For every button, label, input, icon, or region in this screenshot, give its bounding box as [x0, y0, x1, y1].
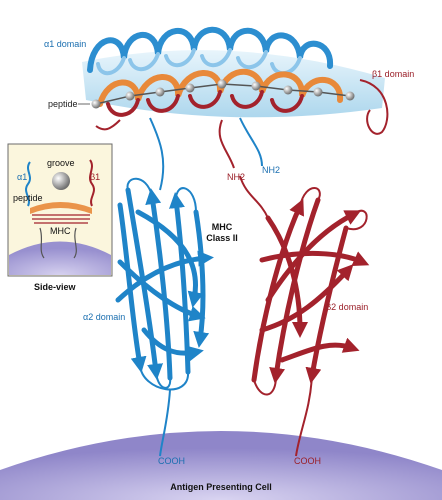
- inset-beta1-label: β1: [90, 172, 100, 182]
- beta1-tail: [359, 79, 389, 135]
- beta1-helix: [97, 68, 344, 117]
- peptide-chain: [91, 79, 355, 109]
- inset-platform: [30, 202, 92, 214]
- beta2-domain-label: β2 domain: [326, 302, 368, 312]
- alpha-upper-strand: [149, 117, 165, 191]
- nh2-beta-label: NH2: [227, 172, 245, 182]
- cell-label: Antigen Presenting Cell: [170, 482, 272, 492]
- inset-groove-label: groove: [47, 158, 75, 168]
- inset-cell: [9, 241, 111, 275]
- inset-side-view-label: Side-view: [34, 282, 77, 292]
- beta2-domain-strands: [251, 197, 370, 384]
- beta-upper-strand: [95, 119, 121, 131]
- inset-sheet: [32, 214, 90, 224]
- alpha1-domain-label: α1 domain: [44, 39, 86, 49]
- beta-linker: [218, 119, 235, 169]
- mhc-class-label-line1: MHC: [212, 222, 233, 232]
- inset-mhc-label: MHC: [50, 226, 71, 236]
- inset-alpha1-helix: [25, 161, 31, 207]
- inset-beta1-helix: [89, 159, 95, 207]
- alpha2-domain-strands: [115, 187, 214, 381]
- alpha2-domain-label: α2 domain: [83, 312, 125, 322]
- beta2-loops: [239, 175, 368, 457]
- peptide-label: peptide: [48, 99, 78, 109]
- alpha1-helix: [87, 26, 334, 73]
- inset-peptide-ball: [52, 172, 70, 190]
- alpha2-loops: [126, 177, 197, 457]
- alpha-linker: [239, 117, 263, 167]
- binding-platform: [82, 50, 385, 118]
- beta1-domain-label: β1 domain: [372, 69, 414, 79]
- beta-cooh-label: COOH: [294, 456, 321, 466]
- mhc-class-label-line2: Class II: [206, 233, 238, 243]
- nh2-alpha-label: NH2: [262, 165, 280, 175]
- inset-alpha1-label: α1: [17, 172, 27, 182]
- cell-membrane: [0, 431, 442, 500]
- inset-stalks: [39, 227, 77, 259]
- inset-peptide-label: peptide: [13, 193, 43, 203]
- side-view-inset: groove α1 β1 peptide MHC Side-view: [7, 143, 113, 292]
- alpha-cooh-label: COOH: [158, 456, 185, 466]
